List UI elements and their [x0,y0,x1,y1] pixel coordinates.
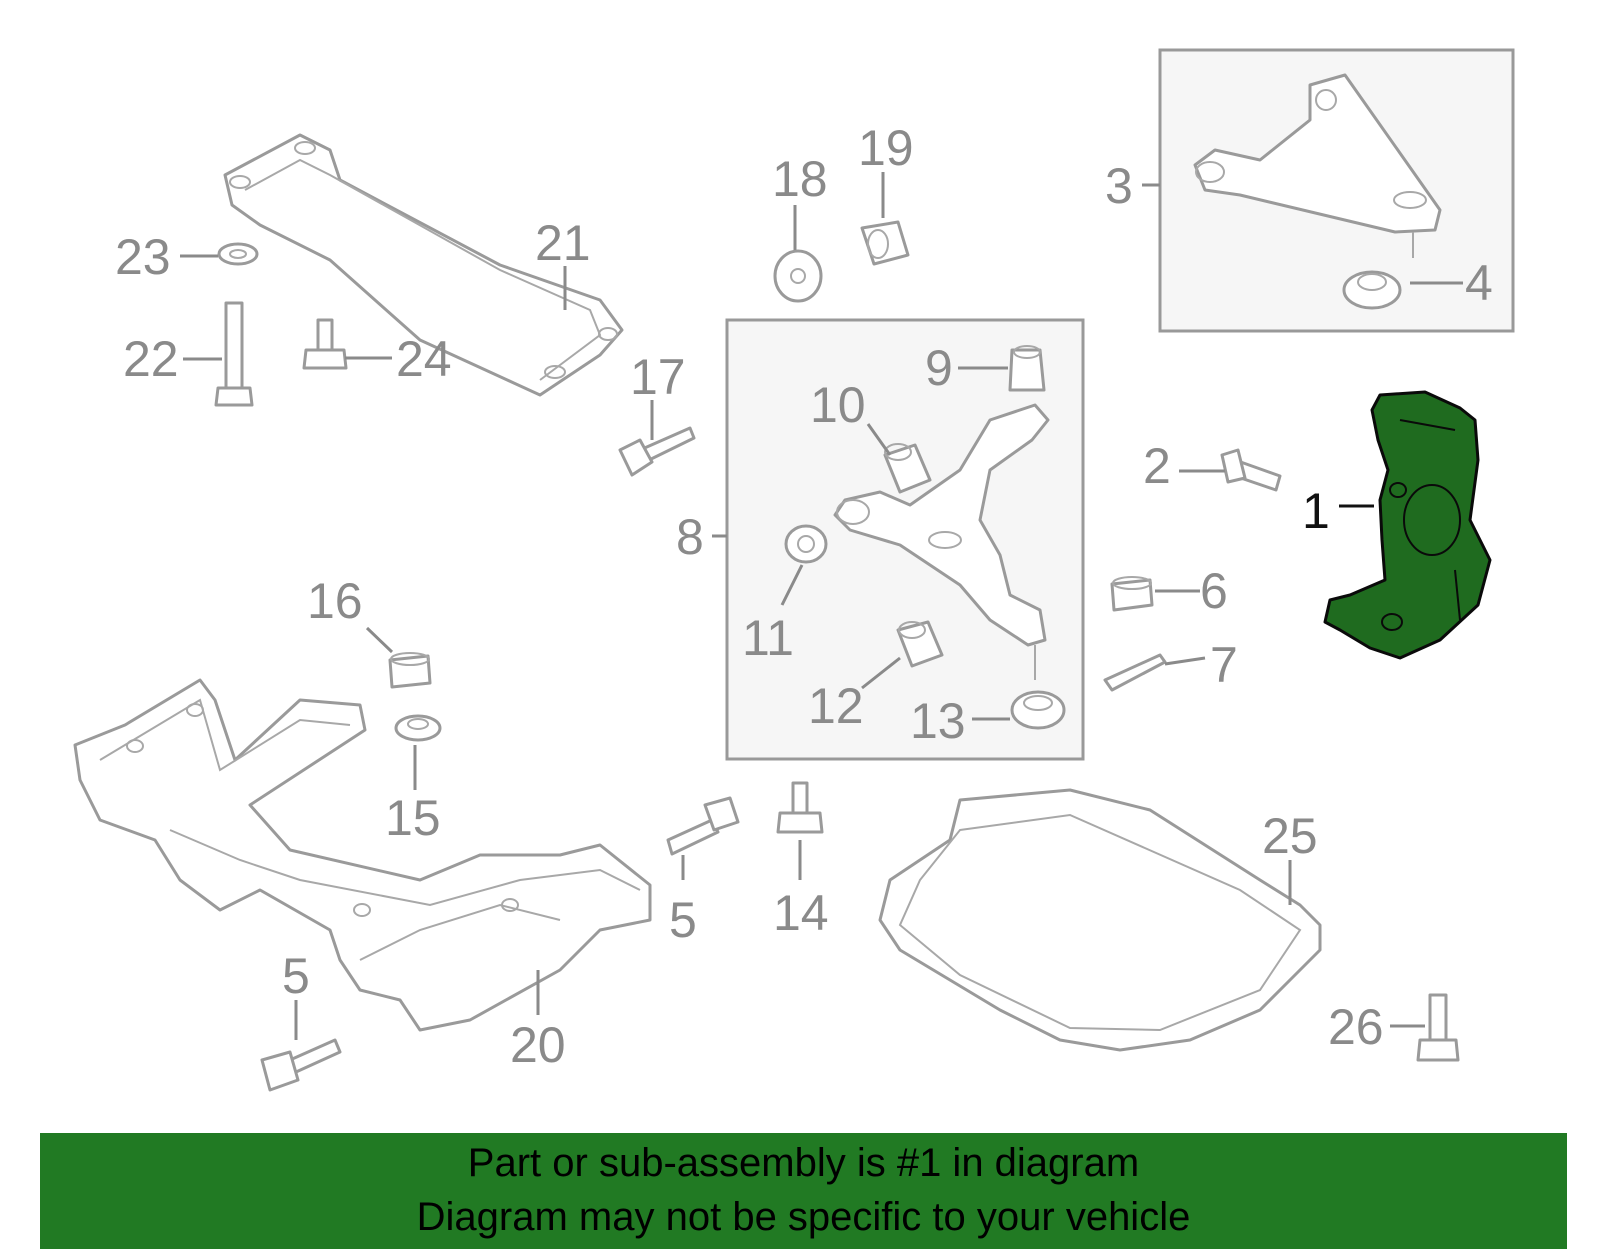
callout-label[interactable]: 21 [535,215,591,271]
callout-label[interactable]: 17 [630,349,686,405]
callout-label[interactable]: 4 [1465,255,1493,311]
splash-shield-part[interactable] [878,788,1322,1052]
callout-label[interactable]: 12 [808,678,864,734]
callout-label[interactable]: 10 [810,377,866,433]
parts-diagram: 1 2 3 4 5 6 7 8 9 10 11 12 13 14 15 16 1… [73,48,1515,1092]
callout-label[interactable]: 8 [676,509,704,565]
callout-label[interactable]: 5 [282,948,310,1004]
callout-label[interactable]: 3 [1105,158,1133,214]
leader-16 [365,626,394,654]
leader-7 [1164,656,1206,666]
steering-knuckle-part[interactable] [1323,390,1492,660]
front-subframe-part[interactable] [73,678,652,1032]
banner-line-1: Part or sub-assembly is #1 in diagram [467,1141,1140,1185]
washer-18-part[interactable] [773,249,823,303]
callout-label[interactable]: 6 [1200,563,1228,619]
bolt-26-part[interactable] [1416,993,1460,1062]
bolt-2-part[interactable] [1220,448,1282,492]
lower-control-arm-part[interactable] [833,403,1050,680]
callout-label[interactable]: 15 [385,790,441,846]
callout-label[interactable]: 9 [925,340,953,396]
nut-16-part[interactable] [388,652,432,689]
bolt-24-part[interactable] [302,318,348,370]
callout-label[interactable]: 11 [742,610,794,666]
bushing-10-part[interactable] [883,443,932,494]
washer-11-part[interactable] [784,524,828,564]
bushing-9-part[interactable] [1008,345,1046,392]
leader-11 [780,564,804,606]
leader-10 [866,423,892,456]
callout-label[interactable]: 7 [1210,637,1238,693]
callout-label[interactable]: 13 [910,693,966,749]
rear-crossmember-part[interactable] [223,133,624,397]
callout-label[interactable]: 24 [396,331,452,387]
callout-label[interactable]: 23 [115,229,171,285]
callout-label[interactable]: 19 [858,120,914,176]
callout-label[interactable]: 16 [307,573,363,629]
callout-label[interactable]: 5 [669,892,697,948]
bushing-19-part[interactable] [860,220,910,266]
callout-label[interactable]: 20 [510,1017,566,1073]
callout-labels: 1 2 3 4 5 6 7 8 9 10 11 12 13 14 15 16 1… [115,120,1493,1073]
callout-label[interactable]: 18 [772,151,828,207]
washer-23-part[interactable] [217,242,259,266]
callout-label[interactable]: 26 [1328,999,1384,1055]
boot-4-part[interactable] [1342,270,1402,310]
notice-banner: Part or sub-assembly is #1 in diagram Di… [40,1133,1567,1249]
callout-label[interactable]: 22 [123,331,179,387]
callout-label[interactable]: 25 [1262,808,1318,864]
bushing-12-part[interactable] [896,620,944,668]
nut-6-part[interactable] [1110,576,1154,612]
callout-label[interactable]: 14 [773,885,829,941]
callout-label[interactable]: 2 [1143,438,1171,494]
bolt-17-part[interactable] [618,426,696,477]
boot-13-part[interactable] [1010,690,1066,730]
leader-12 [861,656,901,690]
bolt-5-upper-part[interactable] [666,796,740,856]
banner-line-2: Diagram may not be specific to your vehi… [416,1195,1191,1239]
bolt-14-part[interactable] [776,781,824,834]
cotter-pin-7-part[interactable] [1103,653,1167,692]
upper-control-arm-part[interactable] [1193,73,1442,258]
bolt-5-lower-part[interactable] [260,1038,342,1092]
callout-label[interactable]: 1 [1302,483,1330,539]
leader-lines [180,172,1463,1040]
washer-15-part[interactable] [394,714,442,742]
bolt-22-part[interactable] [214,301,254,407]
